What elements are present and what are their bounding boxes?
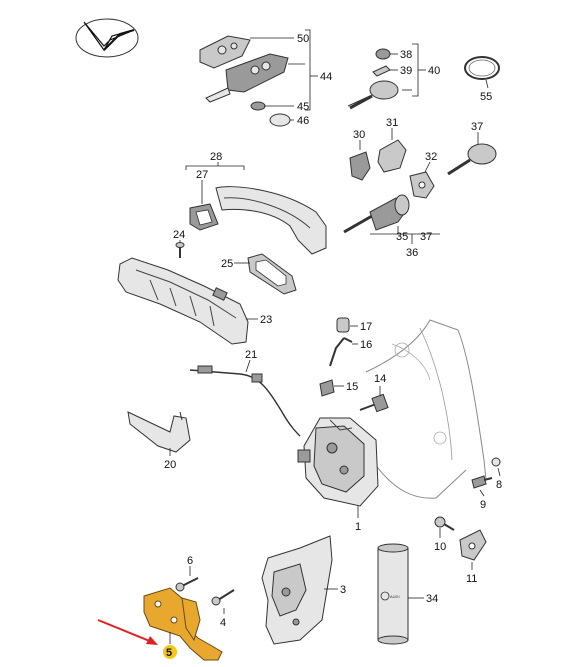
callout-40: 40 <box>428 65 440 77</box>
key-cap-45 <box>250 101 266 111</box>
callout-36: 36 <box>406 247 418 259</box>
gasket-25 <box>247 253 297 295</box>
callout-30: 30 <box>353 129 365 141</box>
outer-door-handle-28 <box>215 186 327 255</box>
lock-cylinder-part-30 <box>349 151 371 181</box>
callout-35: 35 <box>396 231 408 243</box>
screw-4 <box>211 589 235 606</box>
screw-24 <box>175 242 185 258</box>
callout-50: 50 <box>297 33 309 45</box>
bolt-10 <box>434 516 455 531</box>
callout-23: 23 <box>260 314 272 326</box>
handle-gasket-27 <box>189 203 219 231</box>
key-37 <box>447 143 497 176</box>
remote-key-housing <box>199 35 289 103</box>
handle-carrier-23 <box>117 257 249 345</box>
lock-carrier-3 <box>261 535 333 645</box>
callout-38: 38 <box>400 49 412 61</box>
microswitch-14 <box>359 393 389 413</box>
washer-8 <box>491 457 501 467</box>
cover-cap-31 <box>377 139 407 173</box>
bracket-5-highlighted <box>143 587 223 661</box>
striker-plate-11 <box>459 529 487 561</box>
bowden-cable-21 <box>189 365 301 437</box>
callout-39: 39 <box>400 65 412 77</box>
callout-15: 15 <box>346 381 358 393</box>
callout-5: 5 <box>166 647 172 659</box>
callout-8: 8 <box>496 479 502 491</box>
lock-cylinder-35 <box>343 194 410 234</box>
pin-39 <box>372 65 391 77</box>
callout-10: 10 <box>434 541 446 553</box>
screw-9 <box>471 475 493 489</box>
callout-11: 11 <box>466 573 477 585</box>
callout-55: 55 <box>480 91 492 103</box>
callout-37-key: 37 <box>471 121 483 133</box>
orientation-compass-icon <box>75 18 139 58</box>
callout-24: 24 <box>173 229 185 241</box>
callout-14: 14 <box>374 373 386 385</box>
callout-3: 3 <box>340 584 346 596</box>
lubricant-can-34: AUDI <box>377 543 409 645</box>
callout-28: 28 <box>210 151 222 163</box>
callout-27: 27 <box>196 169 208 181</box>
cap-38 <box>375 48 391 60</box>
callout-25: 25 <box>221 258 233 270</box>
callout-9: 9 <box>480 499 486 511</box>
bracket-32 <box>409 171 435 199</box>
callout-1: 1 <box>355 521 361 533</box>
svg-text:AUDI: AUDI <box>390 594 400 599</box>
pointer-arrow <box>97 619 158 645</box>
key-blank-40 <box>347 80 399 110</box>
key-battery-46 <box>269 113 291 127</box>
screw-6 <box>175 577 199 592</box>
callout-32: 32 <box>425 151 437 163</box>
callout-34: 34 <box>426 593 438 605</box>
callout-31: 31 <box>386 117 398 129</box>
callout-16: 16 <box>360 339 372 351</box>
callout-6: 6 <box>187 555 193 567</box>
seal-ring-55 <box>464 56 500 80</box>
highlight-badge <box>163 645 177 659</box>
callout-44: 44 <box>320 71 332 83</box>
trim-cover-20 <box>127 411 191 453</box>
door-lock-1 <box>297 417 379 507</box>
callout-21: 21 <box>245 349 257 361</box>
callout-4: 4 <box>220 617 226 629</box>
callout-37-cylinder: 37 <box>420 231 432 243</box>
lock-rod-16 <box>329 337 353 367</box>
callout-17: 17 <box>360 321 372 333</box>
callout-20: 20 <box>164 459 176 471</box>
callout-46: 46 <box>297 115 309 127</box>
callout-45: 45 <box>297 101 309 113</box>
plug-17 <box>336 317 350 333</box>
door-frame <box>365 319 487 499</box>
knob-15 <box>319 379 335 397</box>
